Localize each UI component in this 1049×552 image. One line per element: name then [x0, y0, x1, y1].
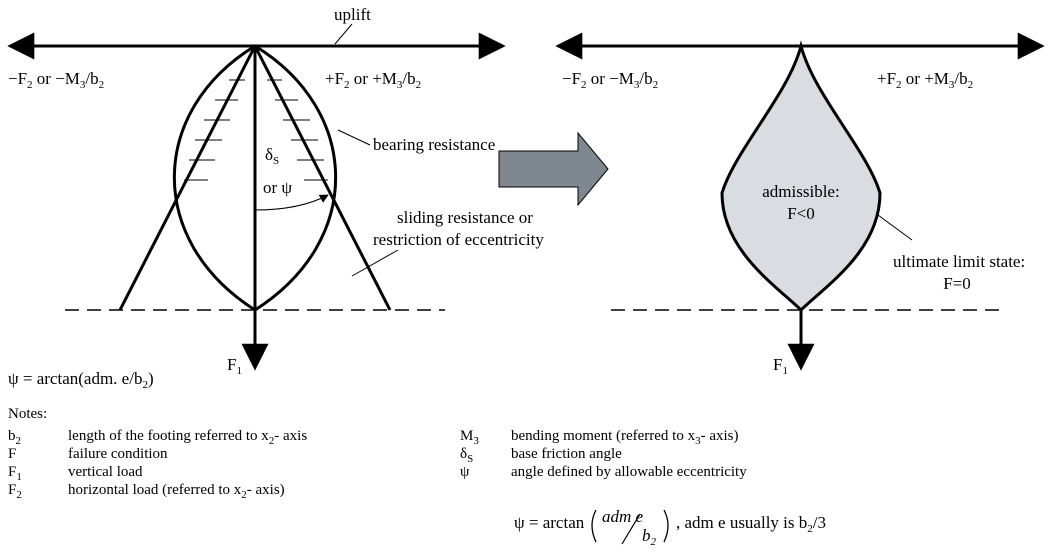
left-symbol: F: [8, 446, 16, 462]
left-description: vertical load: [68, 464, 143, 480]
right-neg-label: −F2 or −M3/b2: [562, 69, 658, 91]
left-neg-label: −F2 or −M3/b2: [8, 69, 104, 91]
notes-right-column: M3 bending moment (referred to x3- axis) δ…: [460, 428, 747, 480]
admissible-condition: F<0: [787, 204, 815, 223]
right-description: angle defined by allowable eccentricity: [511, 464, 747, 480]
psi-definition-formula: ψ = arctan adm e b2 , adm e usually is b…: [514, 507, 826, 548]
left-description: horizontal load (referred to x2- axis): [68, 482, 285, 501]
admissible-label: admissible:: [762, 182, 839, 201]
right-pos-label: +F2 or +M3/b2: [877, 69, 973, 91]
sliding-line-left: [118, 45, 257, 311]
psi-def-denominator: b2: [642, 526, 657, 548]
right-symbol: ψ: [460, 464, 470, 480]
left-pos-label: +F2 or +M3/b2: [325, 69, 421, 91]
uls-condition: F=0: [943, 274, 971, 293]
right-f1-label: F1: [773, 355, 788, 377]
uplift-label: uplift: [334, 5, 371, 24]
left-paren: [591, 509, 597, 543]
left-symbol: b2: [8, 428, 21, 447]
left-symbol: F2: [8, 482, 22, 501]
psi-formula: ψ = arctan(adm. e/b2): [8, 369, 154, 391]
sliding-label-1: sliding resistance or: [397, 208, 533, 227]
psi-def-lhs: ψ = arctan: [514, 513, 585, 532]
fraction-slash: [621, 513, 641, 545]
sliding-line-right: [253, 45, 392, 311]
uplift-leader: [334, 23, 353, 45]
right-symbol: M3: [460, 428, 479, 447]
left-description: failure condition: [68, 446, 168, 462]
left-diagram: uplift −F2 or −M3/b2 +F2 or +M3/b2 beari…: [7, 5, 544, 377]
sliding-label-2: restriction of eccentricity: [373, 230, 544, 249]
or-psi-label: or ψ: [263, 178, 292, 197]
left-symbol: F1: [8, 464, 22, 483]
delta-s-label: δS: [265, 145, 279, 167]
right-description: bending moment (referred to x3- axis): [511, 428, 739, 447]
uls-label: ultimate limit state:: [893, 252, 1025, 271]
bearing-resistance-label: bearing resistance: [373, 135, 495, 154]
notes-title: Notes:: [8, 406, 47, 422]
right-diagram: −F2 or −M3/b2 +F2 or +M3/b2 admissible: …: [555, 32, 1045, 377]
left-description: length of the footing referred to x2- ax…: [68, 428, 307, 447]
notes-left-column: b2 length of the footing referred to x2- …: [8, 428, 307, 501]
angle-arc: [254, 194, 329, 211]
admissible-region: [720, 40, 882, 313]
right-symbol: δS: [460, 446, 473, 465]
psi-def-numerator: adm e: [602, 507, 644, 526]
left-f1-label: F1: [227, 355, 242, 377]
right-description: base friction angle: [511, 446, 622, 462]
transition-arrow: [498, 131, 609, 207]
bearing-leader: [337, 129, 371, 146]
right-paren: [663, 509, 669, 543]
uls-leader: [877, 214, 913, 241]
psi-def-tail: , adm e usually is b2/3: [676, 513, 826, 535]
sliding-leader: [351, 249, 399, 277]
